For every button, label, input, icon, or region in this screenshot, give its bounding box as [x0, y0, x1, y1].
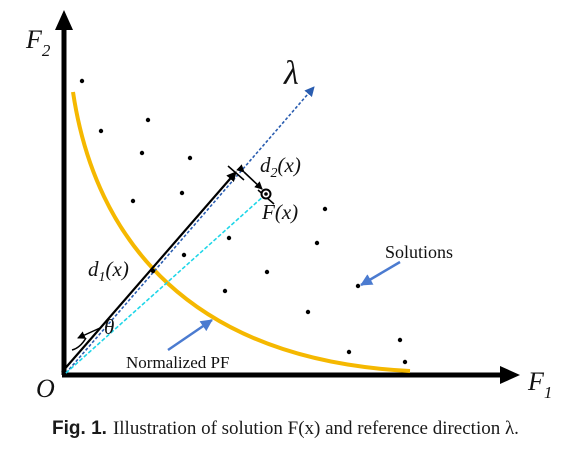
theta-label: θ	[104, 315, 114, 339]
diagram: F2 F1 O λ	[25, 10, 552, 403]
solution-point	[130, 198, 136, 204]
pf-pointer-arrow	[167, 318, 213, 352]
y-axis	[55, 10, 73, 375]
solution-point	[145, 117, 151, 123]
solutions-pointer-arrow	[360, 260, 401, 287]
solution-points	[79, 78, 408, 365]
fx-solution-dot	[264, 192, 268, 196]
solution-point	[322, 206, 328, 212]
solution-point	[187, 155, 193, 161]
solution-point	[264, 269, 270, 275]
d2-label: d2(x)	[260, 153, 301, 181]
figure-caption: Fig. 1.Illustration of solution F(x) and…	[0, 418, 571, 440]
solution-vector-line	[65, 193, 267, 374]
d1-label: d1(x)	[88, 257, 129, 285]
normalized-pf-label: Normalized PF	[126, 353, 229, 372]
x-axis	[62, 366, 520, 384]
solution-point	[179, 190, 185, 196]
caption-text: Illustration of solution F(x) and refere…	[112, 418, 519, 439]
solution-point	[226, 235, 232, 241]
origin-label: O	[36, 374, 55, 403]
lambda-direction-line	[65, 86, 315, 374]
solution-point	[355, 283, 361, 289]
fx-label: F(x)	[261, 200, 298, 224]
solution-point	[222, 288, 228, 294]
solution-point	[181, 252, 187, 258]
d1-projection-line	[61, 171, 237, 373]
solution-point	[79, 78, 85, 84]
solution-point	[397, 337, 403, 343]
solution-point	[150, 268, 156, 274]
solutions-label: Solutions	[385, 242, 453, 262]
d2-distance-arrow	[236, 164, 263, 190]
solution-point	[139, 150, 145, 156]
caption-label: Fig. 1.	[52, 418, 107, 439]
solution-point	[402, 359, 408, 365]
theta-arc	[71, 337, 87, 351]
x-axis-label: F1	[527, 367, 552, 402]
solution-point	[305, 309, 311, 315]
solution-point	[346, 349, 352, 355]
lambda-label: λ	[283, 55, 299, 92]
y-axis-label: F2	[25, 25, 51, 60]
theta-pointer-arrow	[77, 327, 101, 339]
normalized-pf-curve	[71, 91, 411, 373]
solution-point	[98, 128, 104, 134]
solution-point	[314, 240, 320, 246]
